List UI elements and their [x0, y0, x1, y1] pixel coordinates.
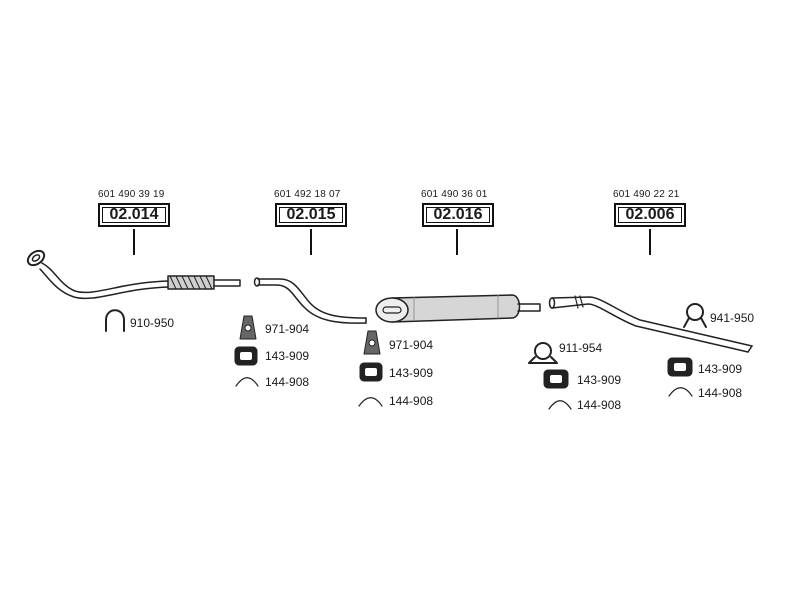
- oem-number-1: 601 490 39 19: [98, 189, 165, 200]
- front-pipe-icon: [26, 249, 241, 300]
- gasket-icon-3: [548, 400, 572, 410]
- bracket-part-label-2: 971-904: [389, 338, 434, 352]
- leader-line-4: [649, 229, 651, 255]
- tail-pipe-icon: [548, 295, 753, 353]
- gasket-part-label-4: 144-908: [698, 386, 743, 400]
- rubber-mount-icon-2: [359, 362, 383, 382]
- oem-number-3: 601 490 36 01: [421, 189, 488, 200]
- intermediate-pipe-icon: [253, 277, 367, 324]
- bracket-part-label-1: 971-904: [265, 322, 310, 336]
- rubber-mount-icon-1: [234, 346, 258, 366]
- leader-line-3: [456, 229, 458, 255]
- bracket-icon-2: [363, 330, 381, 355]
- oem-number-2: 601 492 18 07: [274, 189, 341, 200]
- pipe-clamp-icon: [528, 342, 558, 364]
- gasket-part-label-3: 144-908: [577, 398, 622, 412]
- gasket-icon-4: [668, 387, 693, 397]
- gasket-part-label-2: 144-908: [389, 394, 434, 408]
- rubber-part-label-1: 143-909: [265, 349, 310, 363]
- part-number-box-1[interactable]: 02.014: [98, 203, 170, 227]
- rubber-part-label-3: 143-909: [577, 373, 622, 387]
- part-number-box-2[interactable]: 02.015: [275, 203, 347, 227]
- gasket-part-label-1: 144-908: [265, 375, 310, 389]
- oem-number-4: 601 490 22 21: [613, 189, 680, 200]
- bracket-icon-1: [239, 315, 257, 340]
- gasket-icon-1: [235, 377, 259, 387]
- rubber-mount-icon-3: [543, 369, 569, 389]
- hanger-part-label: 941-950: [710, 311, 755, 325]
- rear-muffler-icon: [375, 294, 541, 323]
- rubber-part-label-2: 143-909: [389, 366, 434, 380]
- part-number-box-3[interactable]: 02.016: [422, 203, 494, 227]
- rubber-mount-icon-4: [667, 357, 693, 377]
- clamp-part-label-1: 910-950: [130, 316, 175, 330]
- part-number-box-4[interactable]: 02.006: [614, 203, 686, 227]
- rubber-part-label-4: 143-909: [698, 362, 743, 376]
- leader-line-1: [133, 229, 135, 255]
- clamp-part-label-2: 911-954: [559, 341, 603, 355]
- leader-line-2: [310, 229, 312, 255]
- u-clamp-icon: [105, 309, 125, 332]
- ring-hanger-icon: [683, 303, 707, 328]
- gasket-icon-2: [358, 397, 383, 407]
